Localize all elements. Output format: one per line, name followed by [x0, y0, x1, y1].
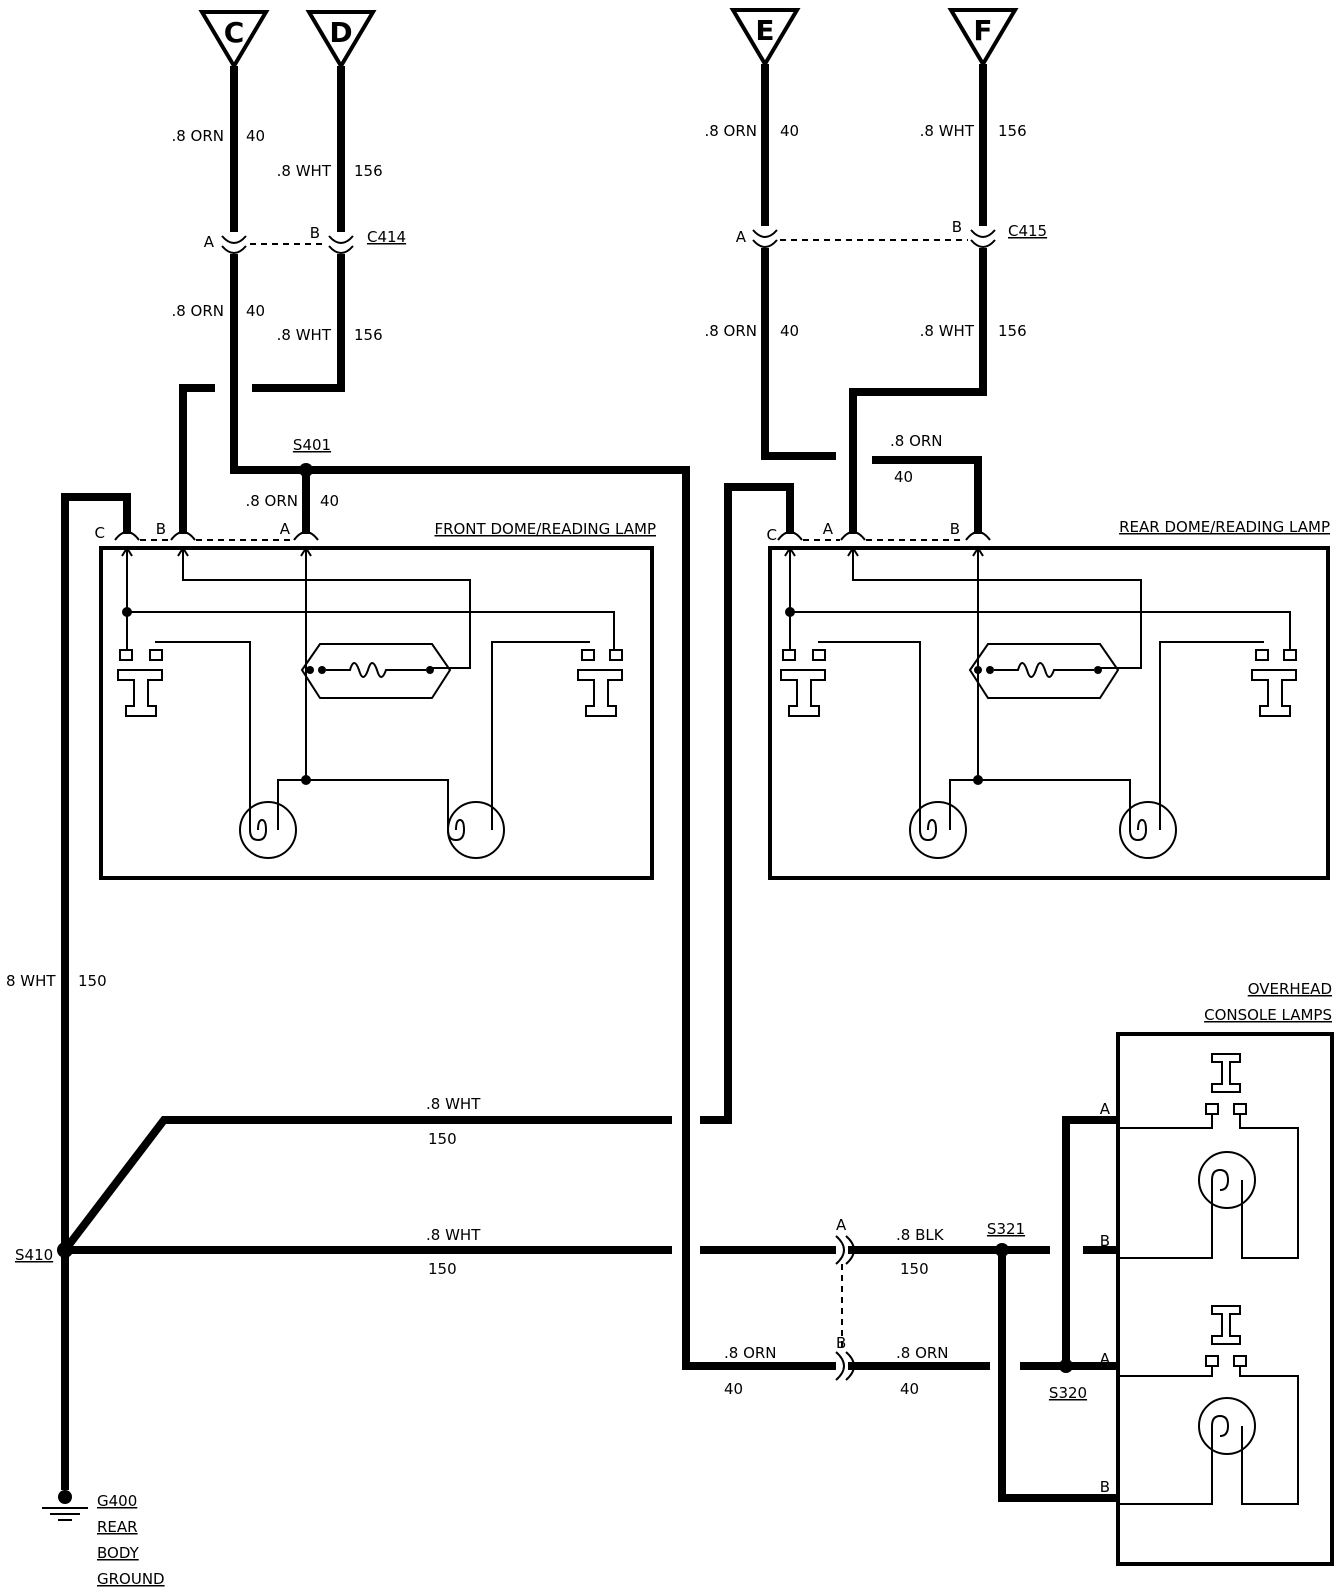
pin-label-rear-a: A [823, 520, 834, 538]
pin-label-console-b: B [836, 1334, 846, 1352]
wire-label-rear-b-color: .8 ORN [890, 432, 943, 450]
overhead-label-1: OVERHEAD [1248, 980, 1332, 998]
splice-s401-label: S401 [293, 436, 331, 454]
pin-label-c414-b: B [310, 224, 320, 242]
rear-lamp-label: REAR DOME/READING LAMP [1119, 518, 1330, 536]
splice-s320-dot [1059, 1359, 1073, 1373]
pin-label-rear-c: C [767, 526, 777, 544]
wire-label-e-circuit-2: 40 [780, 322, 799, 340]
connector-f: F [947, 8, 1019, 68]
splice-s410-dot [57, 1242, 73, 1258]
wire-label-s401-color: .8 ORN [245, 492, 298, 510]
connector-c-label: C [224, 16, 245, 49]
connector-c: C [198, 10, 270, 70]
pin-label-overhead-a2: A [1100, 1350, 1111, 1368]
pin-label-console-a: A [836, 1216, 847, 1234]
pin-label-c415-a: A [736, 228, 747, 246]
pin-label-overhead-a1: A [1100, 1100, 1111, 1118]
connector-c415 [752, 229, 996, 248]
wire-label-orn-right-circuit: 40 [900, 1380, 919, 1398]
wire-label-e-color-1: .8 ORN [704, 122, 757, 140]
connector-c414 [221, 235, 354, 254]
connector-e: E [729, 8, 801, 68]
wire-label-e-circuit-1: 40 [780, 122, 799, 140]
wire-label-blk-color: .8 BLK [896, 1226, 945, 1244]
wire-label-c-color-2: .8 ORN [171, 302, 224, 320]
front-dome-lamp [99, 531, 654, 880]
wire-label-orn-left-color: .8 ORN [724, 1344, 777, 1362]
rear-dome-lamp [768, 531, 1330, 880]
wire-label-orn-left-circuit: 40 [724, 1380, 743, 1398]
pin-label-overhead-b1: B [1100, 1232, 1110, 1250]
wire-label-e-color-2: .8 ORN [704, 322, 757, 340]
wire-label-d-color-2: .8 WHT [277, 326, 332, 344]
wire-label-f-color-1: .8 WHT [920, 122, 975, 140]
connector-f-label: F [973, 14, 992, 47]
connector-e-label: E [755, 14, 774, 47]
wire-label-left-color: 8 WHT [6, 972, 56, 990]
wire-label-lower-wht-color: .8 WHT [426, 1226, 481, 1244]
splice-s320-label: S320 [1049, 1384, 1087, 1402]
wire-label-c-circuit-2: 40 [246, 302, 265, 320]
wire-label-left-circuit: 150 [78, 972, 107, 990]
overhead-label-2: CONSOLE LAMPS [1204, 1006, 1332, 1024]
splice-s410-label: S410 [15, 1246, 53, 1264]
wire-label-d-circuit-1: 156 [354, 162, 383, 180]
wire-label-c-color-1: .8 ORN [171, 127, 224, 145]
ground-symbol [42, 1490, 88, 1521]
pin-label-front-a: A [280, 520, 291, 538]
wire-label-c-circuit-1: 40 [246, 127, 265, 145]
wire-label-orn-right-color: .8 ORN [896, 1344, 949, 1362]
splice-s401-dot [299, 463, 313, 477]
overhead-console-lamps [1116, 1032, 1334, 1566]
splice-s321-dot [995, 1243, 1009, 1257]
ground-label-line1: REAR [97, 1518, 138, 1536]
wire-label-f-circuit-2: 156 [998, 322, 1027, 340]
wire-label-f-color-2: .8 WHT [920, 322, 975, 340]
connector-c414-label: C414 [367, 228, 406, 246]
wires [61, 64, 1118, 1502]
wire-label-f-circuit-1: 156 [998, 122, 1027, 140]
front-lamp-label: FRONT DOME/READING LAMP [434, 520, 656, 538]
ground-id-label: G400 [97, 1492, 137, 1510]
connector-d: D [305, 10, 377, 70]
wire-label-d-circuit-2: 156 [354, 326, 383, 344]
pin-label-front-b: B [156, 520, 166, 538]
wire-label-upper-wht-circuit: 150 [428, 1130, 457, 1148]
wire-label-lower-wht-circuit: 150 [428, 1260, 457, 1278]
pin-label-c415-b: B [952, 218, 962, 236]
wire-label-blk-circuit: 150 [900, 1260, 929, 1278]
wire-label-upper-wht-color: .8 WHT [426, 1095, 481, 1113]
wire-label-d-color-1: .8 WHT [277, 162, 332, 180]
splice-s321-label: S321 [987, 1220, 1025, 1238]
connector-c415-label: C415 [1008, 222, 1047, 240]
ground-label-line3: GROUND [97, 1570, 165, 1588]
pin-label-rear-b: B [950, 520, 960, 538]
connector-d-label: D [329, 16, 352, 49]
pin-label-overhead-b2: B [1100, 1478, 1110, 1496]
ground-label-line2: BODY [97, 1544, 140, 1562]
wire-label-s401-circuit: 40 [320, 492, 339, 510]
connector-console [835, 1235, 855, 1381]
pin-label-c414-a: A [204, 233, 215, 251]
wire-label-rear-b-circuit: 40 [894, 468, 913, 486]
pin-label-front-c: C [95, 524, 105, 542]
